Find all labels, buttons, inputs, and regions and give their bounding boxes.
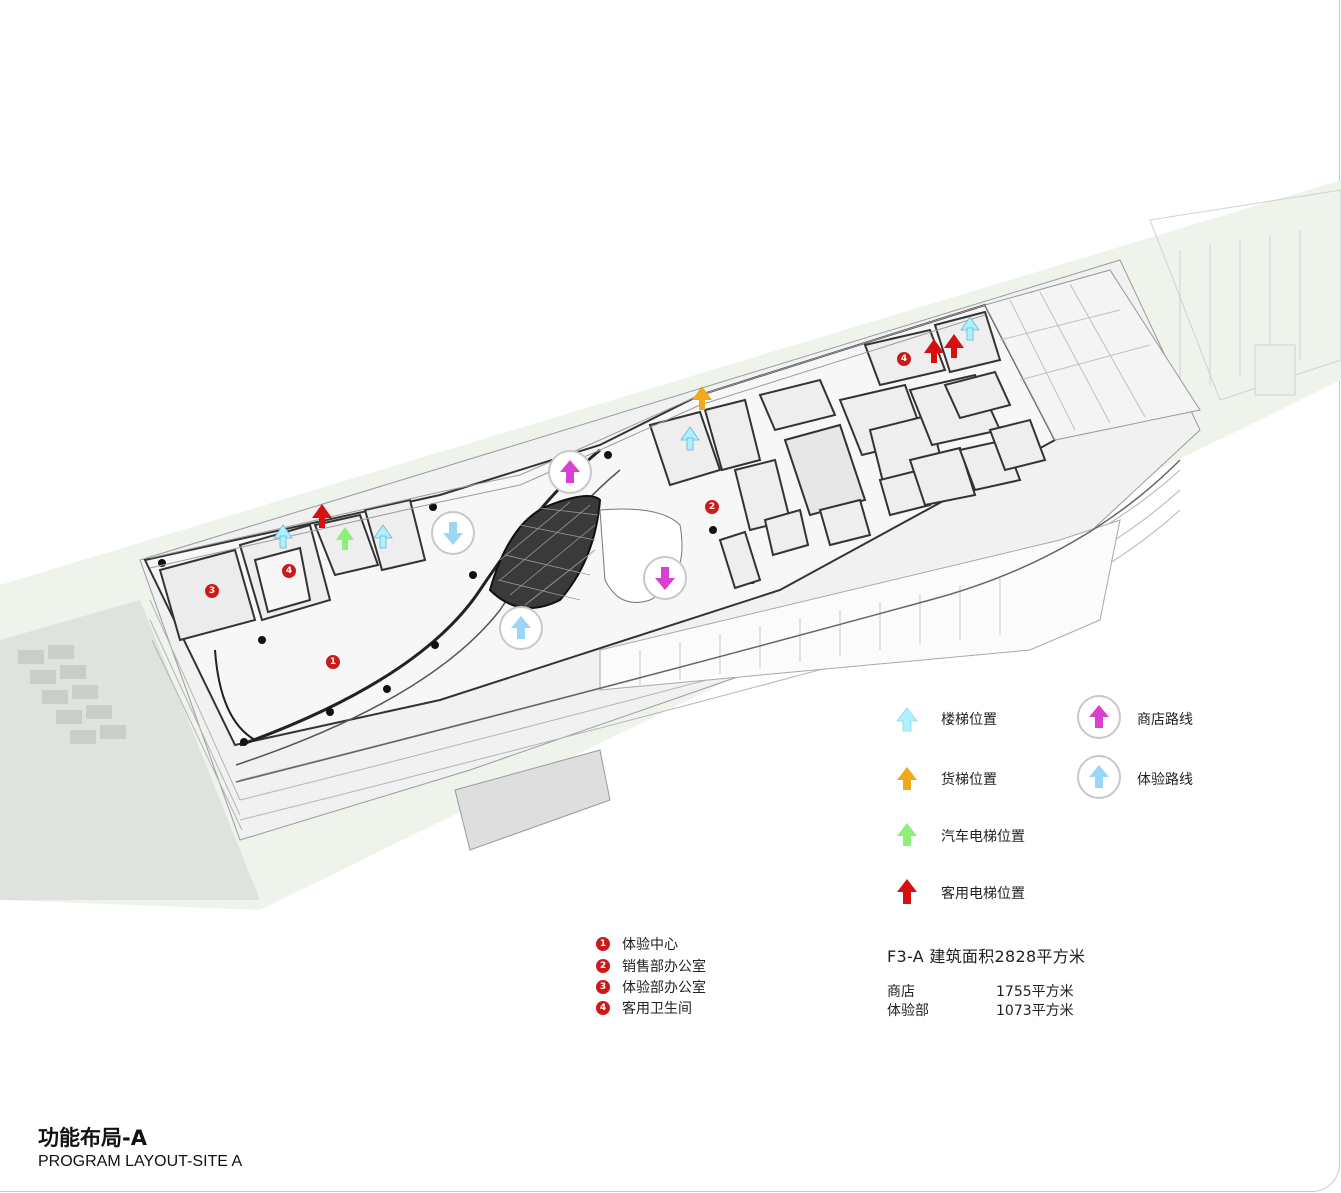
slab-edge-outer [235, 459, 1181, 783]
atrium-dome [488, 495, 602, 609]
route-badge-experience-down [431, 511, 475, 555]
route-badge-shop-up [548, 450, 592, 494]
legend-label: 商店路线 [1137, 712, 1193, 728]
function-marker: 4 [596, 1001, 610, 1015]
legend-label: 货梯位置 [941, 772, 997, 788]
podium-block [454, 749, 611, 851]
extension-grid [999, 283, 1151, 431]
function-label: 客用卫生间 [622, 1001, 692, 1017]
rooms-left [158, 498, 427, 642]
function-marker: 2 [596, 959, 610, 973]
function-item-3: 3 体验部办公室 [596, 977, 706, 997]
route-badge-shop-down [643, 556, 687, 600]
function-marker: 3 [596, 980, 610, 994]
area-summary-title: F3-A 建筑面积2828平方米 [887, 947, 1086, 966]
lower-deck-glazing [639, 578, 1001, 685]
dome-lattice [497, 501, 599, 606]
plan-car-elevator-arrow [336, 527, 354, 550]
plan-marker-4: 4 [282, 564, 296, 578]
plan-marker-4-east: 4 [897, 352, 911, 366]
floor-slab-right-extension [984, 269, 1201, 441]
function-marker: 1 [596, 937, 610, 951]
ramp-curve [239, 448, 601, 747]
area-row-value: 1073平方米 [996, 1003, 1074, 1019]
plan-marker-2: 2 [705, 500, 719, 514]
legend-item-guest-elevator: 客用电梯位置 [941, 883, 1025, 903]
legend-shop-route-badge [1077, 695, 1121, 739]
function-label: 销售部办公室 [622, 959, 706, 975]
legend-item-shop-route: 商店路线 [1137, 709, 1193, 729]
legend-label: 楼梯位置 [941, 712, 997, 728]
columns [158, 451, 756, 746]
page-title-cn: 功能布局-A [38, 1126, 147, 1150]
adjacent-blocks [18, 645, 126, 744]
area-row-value: 1755平方米 [996, 984, 1074, 1000]
plan-stair-arrows [273, 316, 980, 549]
function-item-2: 2 销售部办公室 [596, 956, 706, 976]
legend-item-car-elevator: 汽车电梯位置 [941, 826, 1025, 846]
plan-guest-elevator-arrows [312, 334, 964, 528]
function-label: 体验中心 [622, 937, 678, 953]
function-label: 体验部办公室 [622, 980, 706, 996]
plan-marker-1: 1 [326, 655, 340, 669]
legend-freight-arrow [897, 767, 917, 790]
area-row-label: 体验部 [887, 1003, 929, 1019]
lower-deck-curve [599, 519, 1121, 691]
legend-item-experience-route: 体验路线 [1137, 769, 1193, 789]
legend-guest-elevator-arrow [897, 879, 917, 904]
neighbour-buildings [1149, 189, 1341, 401]
experience-hall-arc [214, 649, 256, 741]
legend-car-elevator-arrow [897, 823, 917, 846]
rooms-right [648, 310, 1047, 590]
plan-freight-arrow [692, 386, 712, 410]
legend-label: 体验路线 [1137, 772, 1193, 788]
area-row-label: 商店 [887, 984, 915, 1000]
legend-item-freight: 货梯位置 [941, 769, 997, 789]
route-badge-experience-up [499, 606, 543, 650]
function-item-1: 1 体验中心 [596, 934, 678, 954]
page-title-en: PROGRAM LAYOUT-SITE A [38, 1153, 243, 1170]
plan-marker-3: 3 [205, 584, 219, 598]
legend-stair-arrow [896, 707, 918, 732]
function-item-4: 4 客用卫生间 [596, 998, 692, 1018]
legend-label: 客用电梯位置 [941, 886, 1025, 902]
legend-label: 汽车电梯位置 [941, 829, 1025, 845]
legend-experience-route-badge [1077, 755, 1121, 799]
legend-item-stair: 楼梯位置 [941, 709, 997, 729]
